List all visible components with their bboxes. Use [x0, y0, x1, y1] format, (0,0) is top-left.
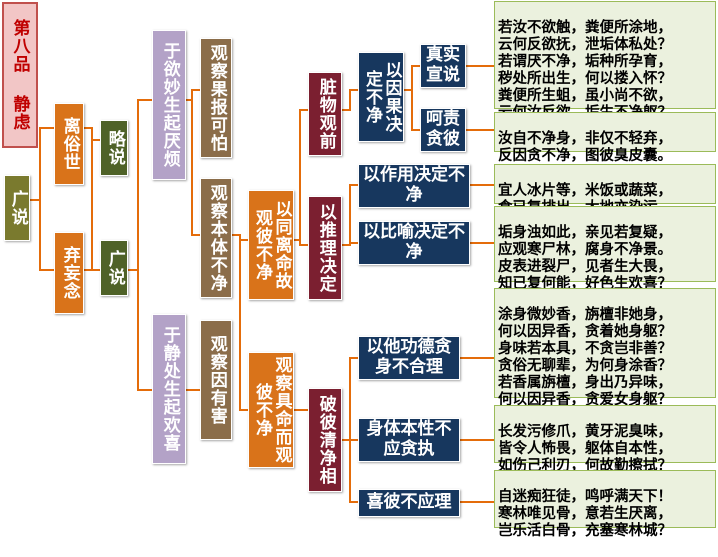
node-yizuoyong: 以作用决定不净 [358, 164, 470, 208]
verse-line: 何以因异香，贪着她身躯？ [498, 323, 672, 340]
node-zangwu: 脏物观前 [308, 72, 342, 156]
verse-line: 自迷痴狂徒，鸣呼满天下！ [498, 488, 672, 505]
verse-line: 贪俗无聊辈，为何身涂香？ [498, 357, 672, 374]
verse-box-3: 宜人冰片等，米饭或蔬菜，食已复排出，大地亦染污。 [494, 164, 716, 216]
verse-line: 涂身微妙香，旃檀非她身， [498, 306, 672, 323]
node-yiyinguo: 以因果决定不净 [358, 52, 404, 142]
node-guancha-yin: 观察因有害 [200, 320, 232, 440]
verse-line: 身味若本具，不贪岂非善？ [498, 340, 672, 357]
verse-line: 反因贪不净，图彼臭皮囊。 [498, 147, 672, 164]
node-lisushi: 离俗世 [54, 103, 84, 185]
node-guangshuo-root: 广说 [4, 175, 30, 241]
node-zhenshi: 真实宣说 [420, 44, 466, 88]
node-heze: 呵责贪彼 [420, 108, 466, 152]
chapter-title: 第八品 静虑 [2, 2, 38, 148]
node-yituili: 以推理决定 [308, 196, 342, 300]
verse-line: 汝自不净身，非仅不轻弃， [498, 130, 672, 147]
node-yuyu: 于欲妙生起厌烦 [152, 30, 186, 180]
verse-box-4: 垢身浊如此，亲见若复疑，应观寒尸林，腐身不净景。皮表进裂尸，见者生大畏，知已复何… [494, 206, 716, 292]
verse-box-2: 汝自不净身，非仅不轻弃，反因贪不净，图彼臭皮囊。 [494, 112, 716, 164]
verse-line: 何以因异香，贪爱女身躯？ [498, 391, 672, 408]
node-lueshuo: 略说 [100, 120, 128, 176]
node-yita: 以他功德贪身不合理 [358, 336, 460, 380]
connector-lines [28, 65, 494, 503]
verse-box-1: 若汝不欲触，粪便所涂地，云何反欲抚，泄垢体私处？若谓厌不净，垢种所孕育，秽处所出… [494, 1, 716, 121]
node-guancha-guobao: 观察果报可怕 [200, 38, 232, 158]
node-shenti: 身体本性不应贪执 [358, 418, 460, 462]
verse-line: 宜人冰片等，米饭或蔬菜， [498, 182, 672, 199]
chapter-name: 静虑 [9, 95, 30, 131]
verse-line: 云何反欲抚，泄垢体私处？ [498, 36, 672, 53]
verse-line: 皮表进裂尸，见者生大畏， [498, 258, 672, 275]
node-yitong: 以同离命故观彼不净 [248, 190, 294, 300]
node-yujing: 于静处生起欢喜 [152, 314, 186, 464]
node-guangshuo-sub: 广说 [100, 240, 128, 296]
verse-line: 若谓厌不净，垢种所孕育， [498, 53, 672, 70]
verse-line: 岂乐活白骨，充塞寒林城？ [498, 522, 672, 539]
node-yibiyu: 以比喻决定不净 [358, 221, 470, 265]
verse-box-5: 涂身微妙香，旃檀非她身，何以因异香，贪着她身躯？身味若本具，不贪岂非善？贪俗无聊… [494, 288, 716, 408]
verse-line: 垢身浊如此，亲见若复疑， [498, 224, 672, 241]
node-guancha-ju: 观察具命而观彼不净 [248, 352, 294, 468]
verse-line: 寒林唯见骨，意若生厌离， [498, 505, 672, 522]
verse-line: 知已复何能，好色生欢喜？ [498, 275, 672, 292]
verse-line: 如伤己利刃，何故勤擦拭？ [498, 457, 672, 474]
node-qiwangnian: 弃妄念 [54, 232, 84, 314]
verse-line: 若香属旃檀，身出乃异味， [498, 374, 672, 391]
verse-line: 应观寒尸林，腐身不净景。 [498, 241, 672, 258]
verse-line: 粪便所生蛆，虽小尚不欲， [498, 87, 672, 104]
chapter-number: 第八品 [9, 19, 30, 73]
node-guancha-benti: 观察本体不净 [200, 178, 232, 298]
verse-box-6: 长发污修爪，黄牙泥臭味，皆令人怖畏，躯体自本性，如伤己利刃，何故勤擦拭？ [494, 405, 716, 474]
verse-box-7: 自迷痴狂徒，鸣呼满天下！寒林唯见骨，意若生厌离，岂乐活白骨，充塞寒林城？ [494, 470, 716, 539]
node-xibi: 喜彼不应理 [358, 489, 460, 517]
verse-line: 若汝不欲触，粪便所涂地， [498, 19, 672, 36]
verse-line: 长发污修爪，黄牙泥臭味， [498, 423, 672, 440]
node-poqing: 破彼清净相 [308, 388, 342, 492]
verse-line: 皆令人怖畏，躯体自本性， [498, 440, 672, 457]
verse-line: 秽处所出生，何以搂入怀？ [498, 70, 672, 87]
